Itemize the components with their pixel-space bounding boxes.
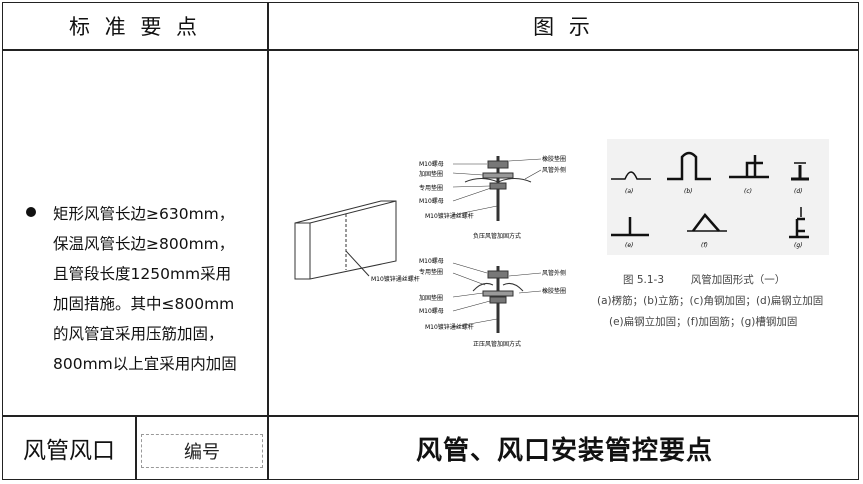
standard-points-cell: 矩形风管长边≥630mm， 保温风管长边≥800mm， 且管段长度1250mm采… (3, 49, 267, 417)
figure-caption-title: 图 5.1-3 风管加固形式（一） (623, 273, 785, 286)
form-label-a: (a) (625, 188, 633, 195)
header-divider (3, 49, 858, 51)
pos-label-3: 加固垫圈 (419, 294, 443, 302)
pos-label-2: 专用垫圈 (419, 268, 443, 276)
pos-label-7: 橡胶垫圈 (542, 287, 566, 295)
standard-line: 的风管宜采用压筋加固， (53, 325, 224, 343)
footer-top-divider (3, 415, 858, 417)
footer-title: 风管、风口安装管控要点 (415, 435, 713, 466)
duct-box-drawing (294, 200, 397, 280)
bullet-icon (26, 207, 36, 217)
form-label-c: (c) (744, 188, 752, 195)
neg-label-6: 橡胶垫圈 (542, 155, 566, 163)
standard-line: 加固措施。其中≤800mm (53, 295, 235, 313)
standard-line: 矩形风管长边≥630mm， (53, 205, 235, 223)
form-label-b: (b) (684, 188, 693, 195)
reinforcement-diagram: M10镀锌通丝螺杆 M10螺母 加固垫圈 专用垫圈 M10螺母 M10镀锌通丝螺 (294, 139, 829, 348)
duct-rod-label: M10镀锌通丝螺杆 (371, 275, 420, 283)
figure-caption-line3: (e)扁钢立加固；(f)加固筋；(g)槽钢加固 (609, 315, 797, 328)
standard-text: 矩形风管长边≥630mm， 保温风管长边≥800mm， 且管段长度1250mm采… (53, 199, 263, 379)
illustration-cell: M10镀锌通丝螺杆 M10螺母 加固垫圈 专用垫圈 M10螺母 M10镀锌通丝螺 (269, 51, 858, 415)
neg-label-2: 加固垫圈 (419, 170, 443, 178)
neg-label-3: 专用垫圈 (419, 184, 443, 192)
negative-pressure-detail (452, 156, 542, 221)
standard-line: 且管段长度1250mm采用 (53, 265, 232, 283)
footer-category: 风管风口 (23, 438, 115, 464)
standard-line: 保温风管长边≥800mm， (53, 235, 235, 253)
code-field: 编号 (141, 434, 263, 468)
pos-label-1: M10螺母 (419, 257, 444, 265)
neg-label-4: M10螺母 (419, 197, 444, 205)
form-label-e: (e) (625, 242, 633, 249)
reinforcement-forms (611, 151, 809, 239)
neg-label-7: 风管外侧 (542, 166, 566, 174)
header-illustration: 图 示 (533, 15, 594, 39)
positive-title: 正压风管加固方式 (473, 340, 521, 348)
negative-title: 负压风管加固方式 (473, 232, 521, 240)
neg-label-1: M10螺母 (419, 160, 444, 168)
header-standard-points: 标 准 要 点 (68, 15, 202, 39)
form-label-f: (f) (701, 242, 708, 249)
positive-pressure-detail (452, 262, 542, 333)
neg-label-5: M10镀锌通丝螺杆 (425, 212, 474, 220)
pos-label-5: M10镀锌通丝螺杆 (425, 323, 474, 331)
pos-label-4: M10螺母 (419, 307, 444, 315)
form-label-g: (g) (794, 242, 803, 249)
form-label-d: (d) (794, 188, 803, 195)
pos-label-6: 风管外侧 (542, 269, 566, 277)
footer-divider (135, 417, 137, 479)
figure-caption-line2: (a)楞筋；(b)立筋；(c)角钢加固；(d)扁钢立加固 (597, 294, 823, 307)
standard-line: 800mm以上宜采用内加固 (53, 355, 237, 373)
column-divider (267, 3, 269, 479)
